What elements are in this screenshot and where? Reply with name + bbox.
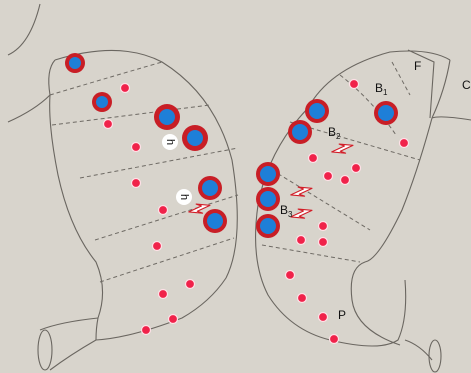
h-label: h [164,139,176,145]
small-cell [298,294,307,303]
large-cell [182,125,208,151]
label-B1: B1 [375,81,388,97]
large-cell [92,92,112,112]
label-F: F [414,59,421,73]
large-cell [305,99,329,123]
h-marker-upper: h [162,134,178,150]
small-cell [309,154,318,163]
h-marker-lower: h [176,189,192,205]
small-cell [319,313,328,322]
large-cell [198,176,222,200]
small-cell [341,176,350,185]
small-cell [121,84,130,93]
large-cell [256,187,280,211]
small-cells-left [104,84,195,335]
label-B3: B3 [280,203,293,219]
large-cell [256,214,280,238]
small-cell [186,280,195,289]
small-cell [352,164,361,173]
small-cell [324,172,333,181]
small-cell [297,236,306,245]
large-cell [288,120,312,144]
small-cell [400,139,409,148]
small-cell [169,315,178,324]
small-cell [104,120,113,129]
small-cell [153,242,162,251]
lightning-bolt-icon [289,204,314,223]
label-P: P [338,308,346,322]
small-cell [132,179,141,188]
label-C: C [462,78,471,92]
small-cell [286,271,295,280]
right-wing-dividers [262,62,420,262]
large-cell [154,104,180,130]
large-cell [65,53,85,73]
label-B2: B2 [328,125,341,141]
large-cells-right [256,99,398,238]
large-cell [203,209,227,233]
small-cell [159,290,168,299]
large-cell [256,162,280,186]
lightning-bolt-icon [289,182,314,201]
small-cell [132,143,141,152]
small-cell [159,206,168,215]
small-cell [142,326,151,335]
small-cell [350,80,359,89]
small-cell [319,222,328,231]
h-label: h [178,194,190,200]
small-cell [319,238,328,247]
left-wing-dividers [50,62,238,282]
lightning-bolt-icon [330,139,355,158]
large-cell [374,101,398,125]
small-cell [330,335,339,344]
